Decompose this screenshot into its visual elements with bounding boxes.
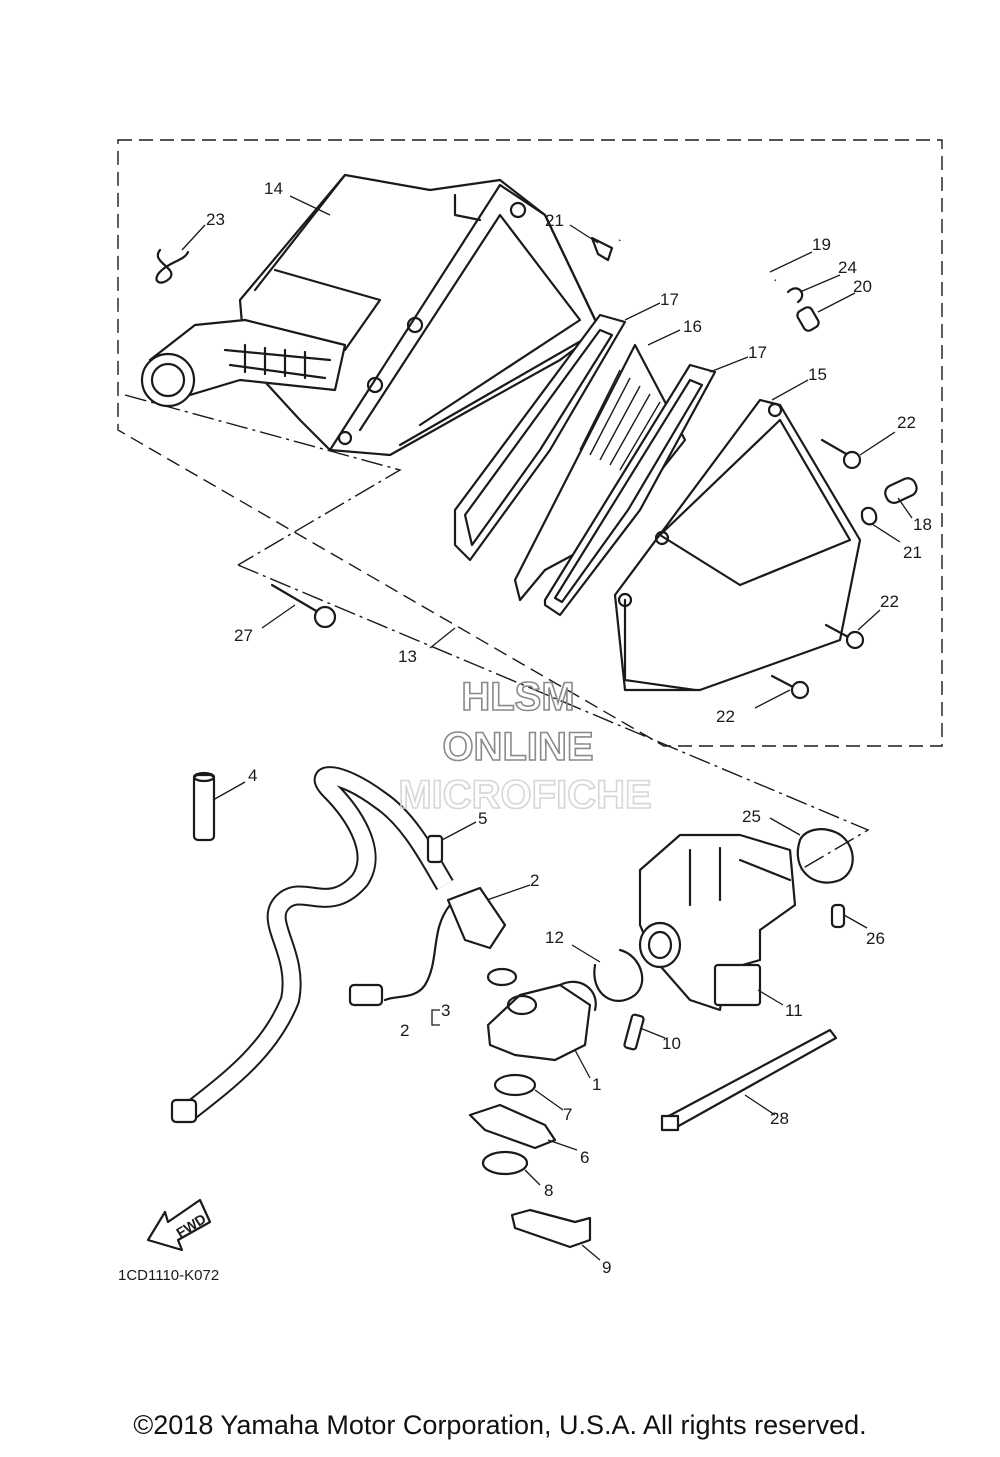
callout-1: 1 (592, 1075, 601, 1094)
callout-12: 12 (545, 928, 564, 947)
clamp-25 (796, 828, 854, 884)
hose-fitting (170, 1098, 198, 1124)
callout-10: 10 (662, 1034, 681, 1053)
forward-arrow-icon: FWD (146, 1198, 212, 1252)
injector-2 (348, 886, 507, 1007)
callout-13: 13 (398, 647, 417, 666)
callout-17: 17 (660, 290, 679, 309)
callout-4: 4 (248, 766, 257, 785)
element-16-mesh (579, 369, 676, 481)
cap-26 (830, 903, 846, 929)
o-ring-8 (481, 1150, 529, 1176)
clamp-12 (593, 948, 644, 1002)
callout-labels: 1 2 2 3 4 5 6 7 8 9 10 11 12 13 14 15 16… (206, 179, 932, 1277)
callout-23: 23 (206, 210, 225, 229)
callout-22: 22 (897, 413, 916, 432)
watermark-line-3: MICROFICHE (398, 773, 651, 817)
callout-22: 22 (716, 707, 735, 726)
callout-5: 5 (478, 809, 487, 828)
clip-23 (155, 248, 190, 284)
callout-9: 9 (602, 1258, 611, 1277)
cable-tie-28 (660, 1028, 838, 1132)
callout-21: 21 (903, 543, 922, 562)
seal-17a-inner (463, 328, 614, 547)
air-cleaner-cover (613, 398, 862, 692)
callout-2: 2 (530, 871, 539, 890)
screw-22a (820, 438, 862, 470)
callout-17: 17 (748, 343, 767, 362)
callout-3: 3 (441, 1001, 450, 1020)
callout-15: 15 (808, 365, 827, 384)
sensor-5 (426, 834, 444, 864)
plate-9 (510, 1208, 592, 1249)
clip-24 (786, 287, 804, 304)
screw-22c (770, 674, 810, 700)
callout-28: 28 (770, 1109, 789, 1128)
o-ring-7 (493, 1073, 537, 1097)
hose-19-inner (616, 201, 779, 284)
callout-20: 20 (853, 277, 872, 296)
screw-22b (824, 623, 865, 650)
gasket-6 (468, 1103, 557, 1150)
callout-26: 26 (866, 929, 885, 948)
callout-11: 11 (785, 1001, 803, 1020)
alignment-line (237, 564, 870, 871)
callout-16: 16 (683, 317, 702, 336)
clamp-21b (860, 506, 878, 526)
o-ring-3 (486, 967, 518, 987)
plug-18 (884, 477, 918, 504)
seal-17b (543, 363, 717, 617)
clamp-21a (590, 236, 614, 262)
copyright-notice: ©2018 Yamaha Motor Corporation, U.S.A. A… (133, 1410, 867, 1440)
leader-lines (181, 195, 913, 1261)
callout-22: 22 (880, 592, 899, 611)
pipe-4 (192, 773, 216, 842)
callout-14: 14 (264, 179, 283, 198)
alignment-line (124, 394, 402, 566)
watermark: HLSM ONLINE MICROFICHE (398, 674, 653, 818)
callout-6: 6 (580, 1148, 589, 1167)
callout-27: 27 (234, 626, 253, 645)
seal-17b-inner (553, 378, 704, 604)
breather-hose-inner (180, 768, 452, 1122)
diagram-code: 1CD1110-K072 (118, 1267, 219, 1284)
seal-17a (453, 313, 627, 562)
cap-20 (796, 306, 820, 332)
callout-21: 21 (545, 211, 564, 230)
callout-18: 18 (913, 515, 932, 534)
callout-2: 2 (400, 1021, 409, 1040)
callout-7: 7 (563, 1105, 572, 1124)
callout-8: 8 (544, 1181, 553, 1200)
watermark-line-1: HLSM (461, 675, 574, 719)
callout-19: 19 (812, 235, 831, 254)
callout-24: 24 (838, 258, 857, 277)
screw-10 (623, 1013, 645, 1051)
throttle-body-11 (638, 833, 797, 1012)
joint-1 (486, 980, 597, 1062)
air-cleaner-case (140, 173, 602, 457)
callout-25: 25 (742, 807, 761, 826)
watermark-line-2: ONLINE (442, 725, 593, 769)
bolt-27 (270, 583, 337, 629)
